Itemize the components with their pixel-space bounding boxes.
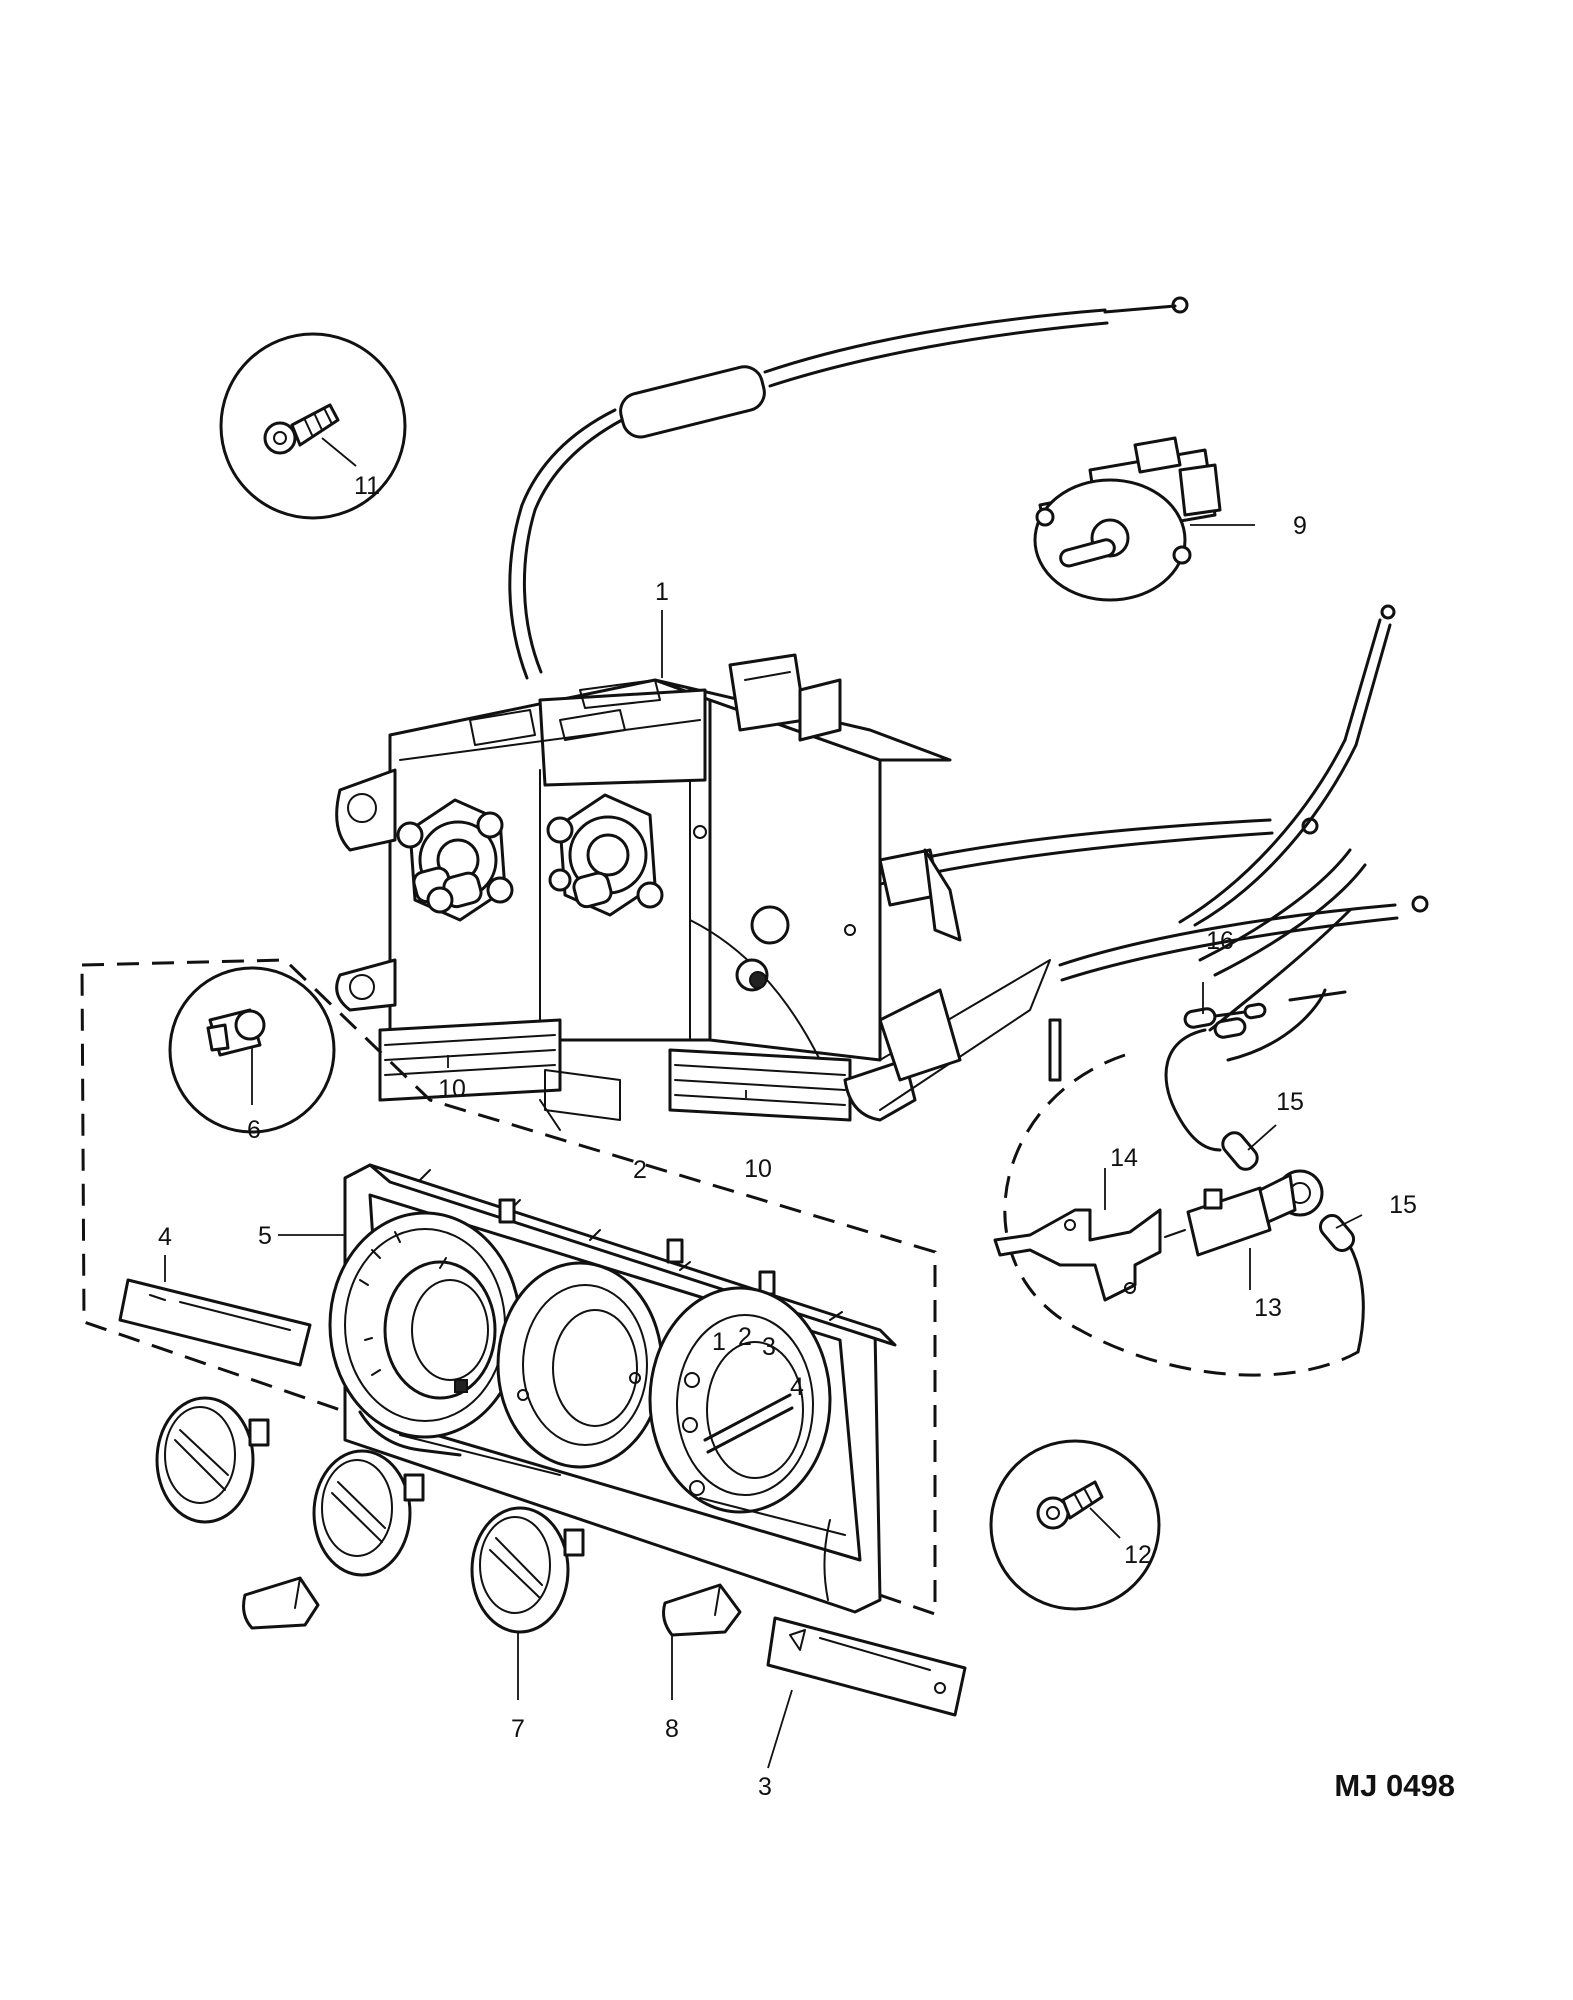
callout-4: 4 [158, 1223, 172, 1251]
dial-mark-3: 3 [762, 1333, 776, 1361]
left-mechanism [396, 798, 514, 922]
callout-11: 11 [354, 472, 380, 500]
center-mechanism [546, 793, 664, 917]
screw-inset-12 [989, 1439, 1161, 1611]
knob-left [155, 1396, 270, 1524]
callout-15-lower: 15 [1389, 1191, 1417, 1219]
callout-14: 14 [1110, 1144, 1138, 1172]
callout-labels: 1 2 3 4 5 6 7 8 9 10 10 11 12 13 14 15 1… [158, 472, 1417, 1801]
callout-6: 6 [247, 1116, 261, 1144]
callout-3: 3 [758, 1773, 772, 1801]
clip-inset-6 [168, 966, 336, 1134]
callout-8: 8 [665, 1715, 679, 1743]
callout-10-lower: 10 [744, 1155, 772, 1183]
housing-top-tabs [728, 653, 962, 942]
slider-knob-left [242, 1576, 320, 1630]
control-cables [508, 296, 1429, 1032]
wiring-inset [993, 982, 1365, 1377]
callout-15-upper: 15 [1276, 1088, 1304, 1116]
sleeve-15b [1318, 1213, 1356, 1253]
knob-center [312, 1449, 425, 1577]
knob-right [470, 1506, 585, 1700]
dial-right: 1 2 3 4 [648, 1286, 832, 1514]
dial-mark-4: 4 [790, 1373, 804, 1401]
callout-10-upper: 10 [438, 1075, 466, 1103]
screw-inset-11 [219, 332, 407, 520]
callout-5: 5 [258, 1222, 272, 1250]
slider-knob-right [662, 1583, 742, 1700]
callout-16: 16 [1206, 927, 1234, 955]
callout-1: 1 [655, 578, 669, 606]
reference-code: MJ 0498 [1334, 1768, 1455, 1803]
dial-left [328, 1211, 522, 1439]
trim-strip-4 [118, 1278, 312, 1367]
callout-9: 9 [1293, 512, 1307, 540]
blower-switch [1033, 436, 1222, 602]
dial-mark-1: 1 [712, 1328, 726, 1356]
callout-2: 2 [633, 1156, 647, 1184]
bracket-14 [993, 1168, 1162, 1302]
trim-strip-3 [766, 1616, 967, 1717]
callout-7: 7 [511, 1715, 525, 1743]
heater-control-housing [335, 678, 1062, 1131]
connector-16 [1183, 1002, 1267, 1039]
callout-12: 12 [1124, 1541, 1152, 1569]
dial-mark-2: 2 [738, 1323, 752, 1351]
sleeve-15a [1221, 1131, 1259, 1171]
panel-group-outline [80, 958, 937, 1617]
dial-center [496, 1261, 664, 1469]
leader-lines [164, 524, 1255, 1769]
control-panel-fascia: 1 2 3 4 [328, 1163, 897, 1614]
callout-13: 13 [1254, 1294, 1282, 1322]
switch-13 [1164, 1169, 1324, 1290]
